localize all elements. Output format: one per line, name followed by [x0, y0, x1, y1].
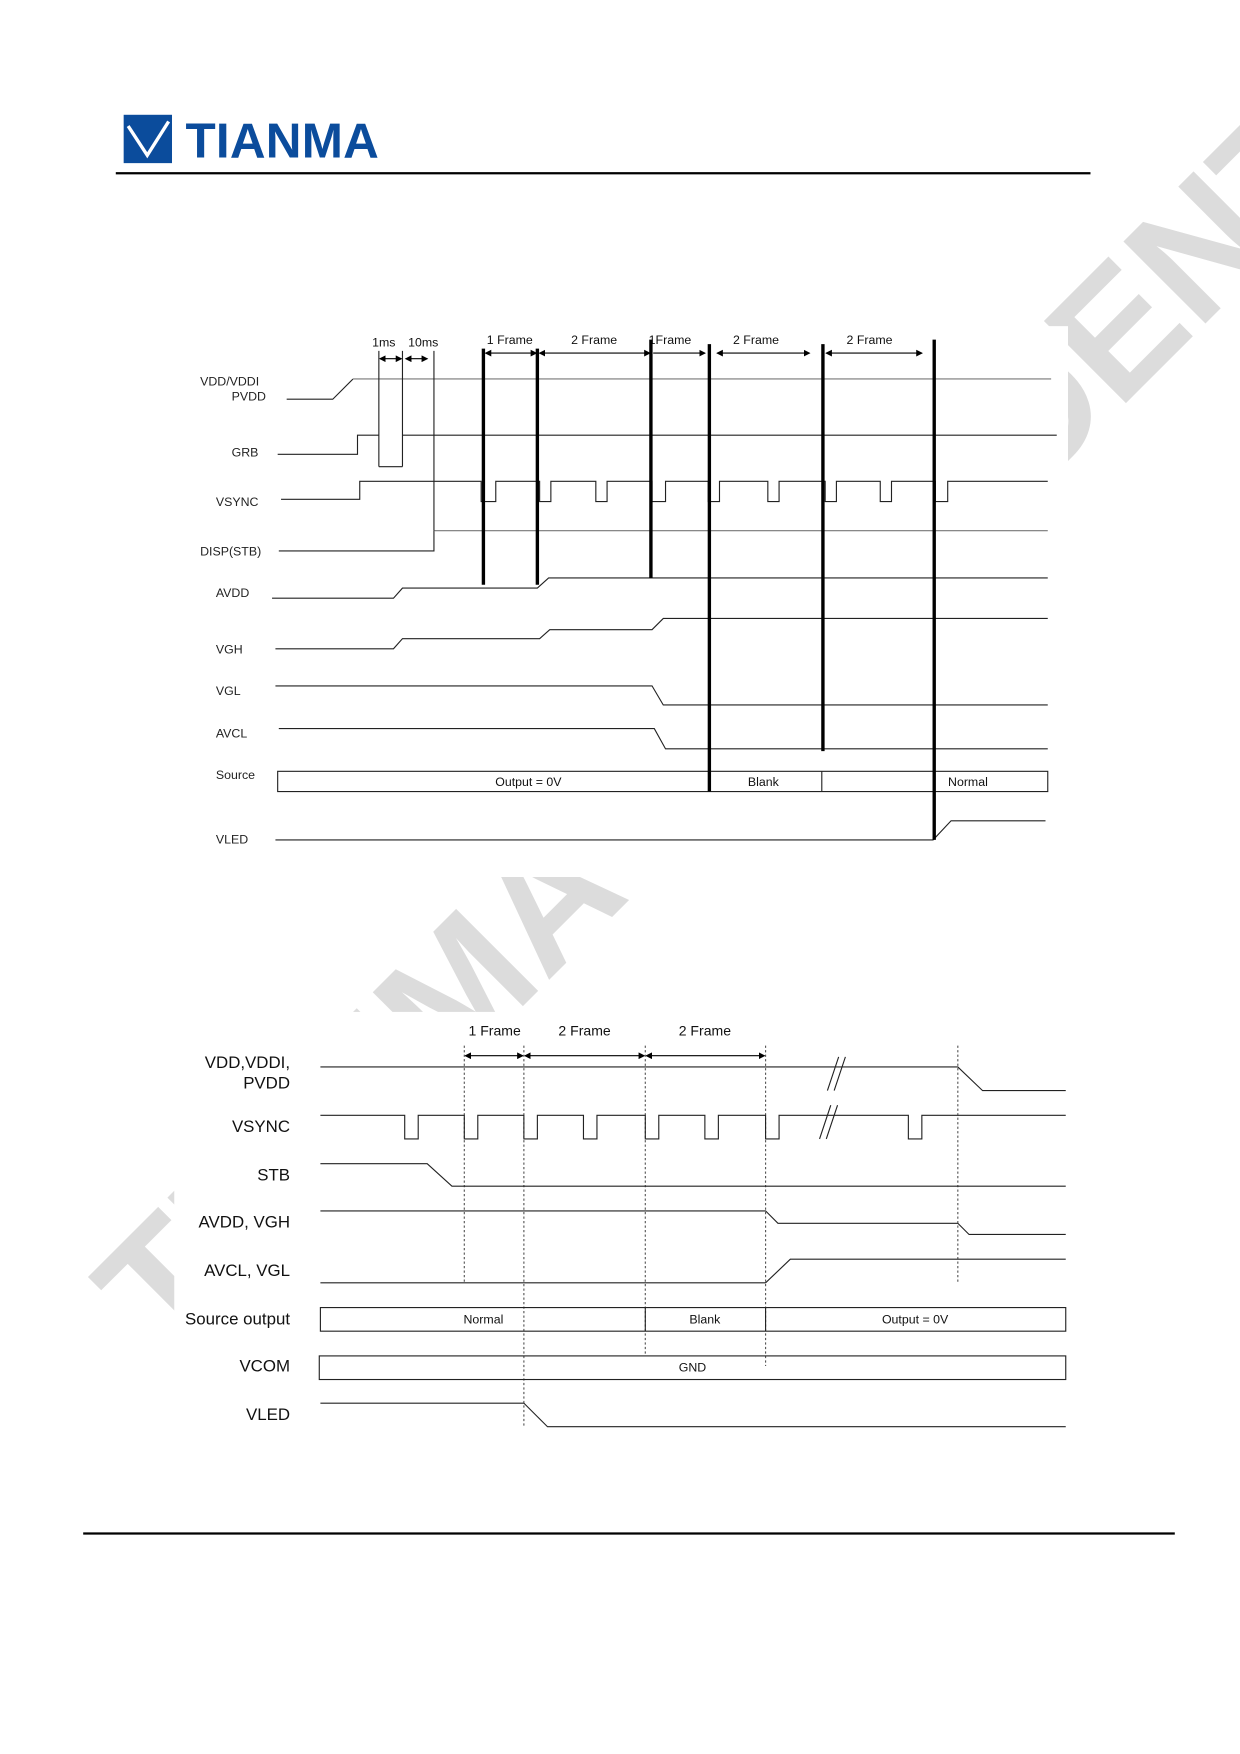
vled-waveform: [275, 820, 1046, 841]
avdd-vgh-waveform: [320, 1210, 1066, 1236]
vsync-waveform: [320, 1114, 1066, 1140]
signal-label: GRB: [232, 446, 259, 460]
signal-label: DISP(STB): [200, 544, 261, 558]
svg-text:Blank: Blank: [748, 775, 780, 789]
vcom-bar: GND: [318, 1355, 1067, 1381]
svg-text:Output = 0V: Output = 0V: [882, 1312, 949, 1326]
signal-label: VLED: [216, 832, 248, 846]
break-mark: [819, 1105, 839, 1140]
signal-label: AVCL, VGL: [204, 1261, 290, 1280]
source-output-bar: Normal Blank Output = 0V: [319, 1307, 1067, 1332]
signal-label: VLED: [246, 1405, 290, 1424]
svg-text:GND: GND: [679, 1361, 707, 1375]
disp-waveform: [278, 530, 435, 552]
frame-markers: [481, 339, 936, 840]
signal-label: Source: [216, 768, 255, 782]
grb-waveform: [277, 434, 1057, 468]
svg-text:1 Frame: 1 Frame: [487, 333, 533, 347]
avdd-waveform: [272, 577, 1048, 599]
tianma-logo: TIANMA: [123, 114, 379, 169]
svg-text:1Frame: 1Frame: [649, 333, 692, 347]
signal-label: PVDD: [243, 1073, 290, 1092]
svg-text:1ms: 1ms: [372, 335, 395, 349]
svg-text:Normal: Normal: [948, 775, 988, 789]
source-state-bar: Output = 0V Blank Normal: [277, 770, 1049, 793]
svg-text:10ms: 10ms: [408, 335, 438, 349]
avcl-waveform: [278, 728, 1048, 750]
avcl-vgl-waveform: [320, 1258, 1066, 1284]
stb-waveform: [320, 1163, 1066, 1187]
power-off-timing-diagram: VDD,VDDI, PVDD VSYNC STB AVDD, VGH AVCL,…: [185, 1023, 1067, 1428]
signal-label: VCOM: [239, 1357, 290, 1376]
vled-waveform: [320, 1402, 1066, 1428]
vdd-waveform: [286, 378, 354, 400]
svg-text:Output = 0V: Output = 0V: [495, 775, 562, 789]
signal-label: AVDD, VGH: [199, 1213, 291, 1232]
svg-text:2 Frame: 2 Frame: [558, 1023, 610, 1039]
svg-text:2 Frame: 2 Frame: [733, 333, 779, 347]
power-on-timing-diagram: VDD/VDDI PVDD GRB VSYNC DISP(STB) AVDD V…: [200, 333, 1057, 846]
svg-text:TIANMA: TIANMA: [185, 114, 378, 169]
svg-text:1 Frame: 1 Frame: [468, 1023, 520, 1039]
svg-text:Normal: Normal: [463, 1312, 503, 1326]
signal-label: VSYNC: [232, 1117, 290, 1136]
svg-text:2 Frame: 2 Frame: [571, 333, 617, 347]
signal-label: STB: [257, 1166, 290, 1185]
break-mark: [826, 1056, 846, 1091]
vgl-waveform: [275, 685, 1048, 706]
signal-label: VSYNC: [216, 495, 259, 509]
signal-label: Source output: [185, 1309, 290, 1328]
signal-label: PVDD: [232, 389, 266, 403]
vdd-waveform: [320, 1066, 1066, 1092]
svg-text:2 Frame: 2 Frame: [847, 333, 893, 347]
timing-arrows: [378, 349, 923, 363]
signal-label: VGH: [216, 642, 243, 656]
signal-label: AVDD: [216, 586, 249, 600]
vgh-waveform: [275, 617, 1048, 650]
svg-text:Blank: Blank: [689, 1312, 721, 1326]
signal-label: VGL: [216, 684, 241, 698]
signal-label: AVCL: [216, 727, 247, 741]
signal-label: VDD/VDDI: [200, 375, 259, 389]
svg-text:2 Frame: 2 Frame: [679, 1023, 731, 1039]
signal-label: VDD,VDDI,: [205, 1053, 290, 1072]
